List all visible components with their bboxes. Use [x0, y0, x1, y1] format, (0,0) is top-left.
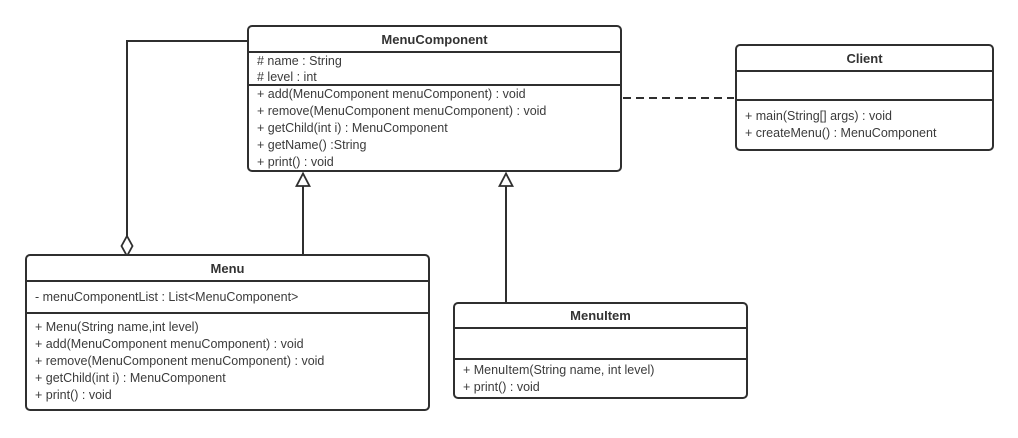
generalization-arrow-menu: [295, 171, 311, 255]
attributes-compartment: # name : String # level : int: [249, 53, 620, 86]
class-client: Client + main(String[] args) : void + cr…: [735, 44, 994, 151]
attributes-compartment: - menuComponentList : List<MenuComponent…: [27, 282, 428, 314]
class-menuitem: MenuItem + MenuItem(String name, int lev…: [453, 302, 748, 399]
attribute-text: - menuComponentList : List<MenuComponent…: [35, 289, 299, 304]
method-text: + print() : void: [257, 155, 334, 169]
method-text: + Menu(String name,int level): [35, 320, 199, 334]
hollow-triangle-icon: [295, 171, 311, 187]
method-text: + getChild(int i) : MenuComponent: [257, 121, 448, 135]
attributes-compartment-empty: [455, 329, 746, 360]
method-text: + createMenu() : MenuComponent: [745, 126, 937, 140]
class-title: MenuItem: [455, 304, 746, 329]
methods-compartment: + main(String[] args) : void + createMen…: [737, 101, 992, 149]
class-title: Menu: [27, 256, 428, 282]
method-text: + getChild(int i) : MenuComponent: [35, 371, 226, 385]
methods-compartment: + add(MenuComponent menuComponent) : voi…: [249, 86, 620, 171]
methods-compartment: + MenuItem(String name, int level) + pri…: [455, 360, 746, 397]
methods-compartment: + Menu(String name,int level) + add(Menu…: [27, 314, 428, 409]
hollow-triangle-icon: [498, 171, 514, 187]
attribute-text: # name : String: [257, 54, 342, 68]
attribute-text: # level : int: [257, 69, 317, 84]
method-text: + main(String[] args) : void: [745, 109, 892, 123]
attributes-compartment-empty: [737, 72, 992, 101]
class-title: Client: [737, 46, 992, 72]
method-text: + MenuItem(String name, int level): [463, 362, 655, 377]
method-text: + remove(MenuComponent menuComponent) : …: [35, 354, 325, 368]
method-text: + add(MenuComponent menuComponent) : voi…: [35, 337, 304, 351]
generalization-arrow-menuitem: [498, 171, 514, 303]
class-menucomponent: MenuComponent # name : String # level : …: [247, 25, 622, 172]
method-text: + add(MenuComponent menuComponent) : voi…: [257, 87, 526, 101]
method-text: + getName() :String: [257, 138, 367, 152]
method-text: + print() : void: [35, 388, 112, 402]
class-title: MenuComponent: [249, 27, 620, 53]
aggregation-diamond-icon: [120, 234, 134, 258]
aggregation-connector: [120, 40, 247, 258]
method-text: + remove(MenuComponent menuComponent) : …: [257, 104, 547, 118]
method-text: + print() : void: [463, 379, 540, 394]
class-menu: Menu - menuComponentList : List<MenuComp…: [25, 254, 430, 411]
